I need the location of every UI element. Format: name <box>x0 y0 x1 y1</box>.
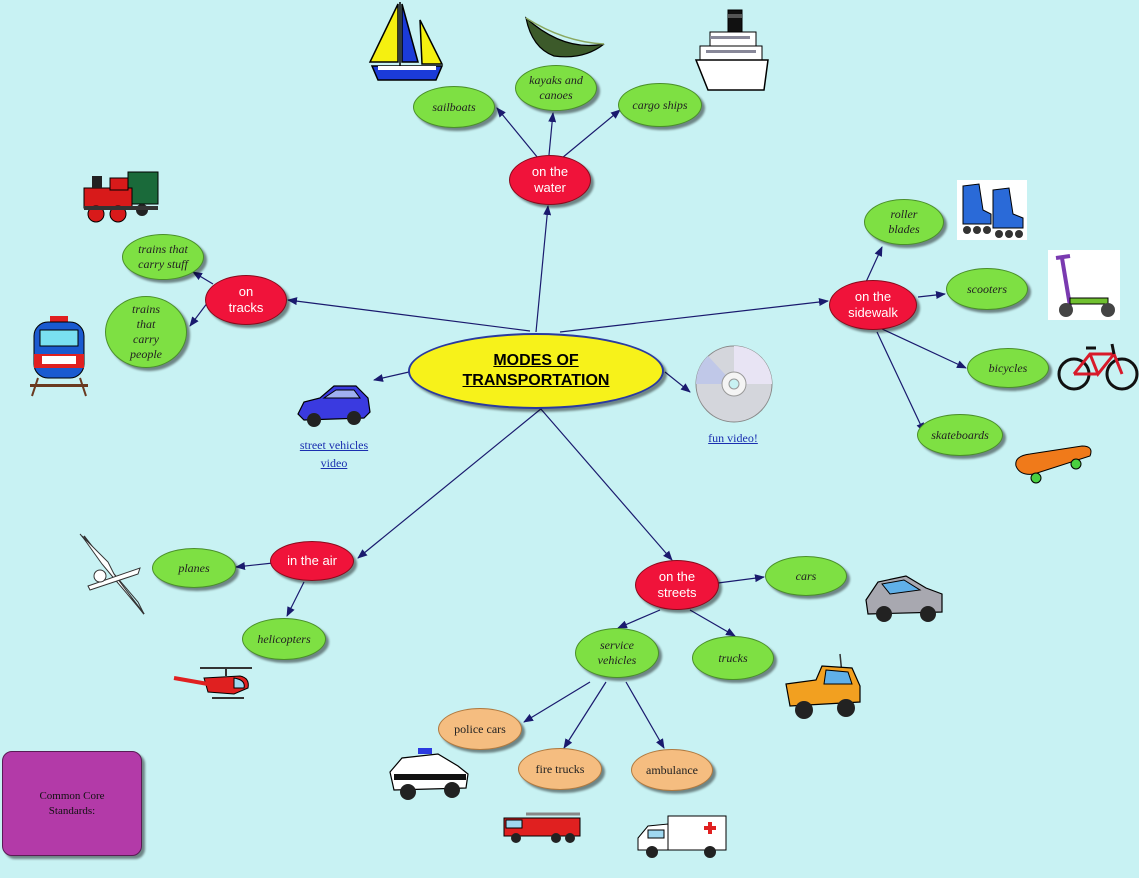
arrow-to-trains-people <box>189 301 209 327</box>
item-trains-stuff-label: trains that carry stuff <box>138 242 188 271</box>
category-water-label: on the water <box>531 163 569 195</box>
police-car-icon <box>389 748 469 800</box>
arrow-to-fun-video <box>664 371 691 393</box>
item-service-vehicles-label: service vehicles <box>597 638 637 667</box>
arrow-to-tracks <box>287 297 531 332</box>
fun-video-link[interactable]: fun video! <box>708 431 758 445</box>
skateboard-icon <box>1015 445 1092 484</box>
airplane-icon <box>79 533 145 615</box>
item-sailboats[interactable]: sailboats <box>413 86 495 128</box>
item-police-cars-label: police cars <box>454 721 506 736</box>
fire-truck-icon <box>503 812 581 843</box>
arrow-to-skateboards <box>876 331 925 433</box>
arrow-to-streets <box>539 407 673 561</box>
item-roller-blades-label: roller blades <box>888 207 920 236</box>
item-kayaks-canoes-label: kayaks and canoes <box>529 73 583 102</box>
category-sidewalk[interactable]: on the sidewalk <box>829 280 917 330</box>
item-cargo-ships[interactable]: cargo ships <box>618 83 702 127</box>
arrow-to-rollerblades <box>865 246 883 283</box>
item-scooters-label: scooters <box>967 281 1007 296</box>
cargo-ship-icon <box>694 9 769 91</box>
cd-disc-icon <box>695 345 773 423</box>
arrow-to-helicopters <box>286 581 305 617</box>
item-cars[interactable]: cars <box>765 556 847 596</box>
pickup-truck-icon <box>785 653 861 719</box>
item-trains-people-label: trains that carry people <box>130 302 162 361</box>
center-topic-label: MODES OF TRANSPORTATION <box>462 352 610 389</box>
blue-car-icon <box>297 385 371 427</box>
arrow-to-street-video <box>373 371 410 382</box>
center-topic[interactable]: MODES OF TRANSPORTATION <box>408 333 664 409</box>
item-scooters[interactable]: scooters <box>946 268 1028 310</box>
ambulance-icon <box>637 815 727 858</box>
item-service-vehicles[interactable]: service vehicles <box>575 628 659 678</box>
arrow-to-sailboats <box>496 107 539 159</box>
arrow-to-planes <box>235 562 274 571</box>
arrow-to-cars <box>717 574 765 584</box>
item-cars-label: cars <box>795 568 817 583</box>
arrow-to-sidewalk <box>559 298 829 333</box>
item-helicopters-label: helicopters <box>257 631 311 646</box>
item-trains-stuff[interactable]: trains that carry stuff <box>122 234 204 280</box>
item-helicopters[interactable]: helicopters <box>242 618 326 660</box>
bicycle-icon <box>1057 343 1139 391</box>
item-kayaks-canoes[interactable]: kayaks and canoes <box>515 65 597 111</box>
item-trucks-label: trucks <box>718 650 748 665</box>
item-sailboats-label: sailboats <box>432 99 476 114</box>
category-sidewalk-label: on the sidewalk <box>848 288 898 320</box>
item-trucks[interactable]: trucks <box>692 636 774 680</box>
arrow-to-police <box>523 681 591 723</box>
category-air-label: in the air <box>287 552 337 568</box>
category-air[interactable]: in the air <box>270 541 354 581</box>
item-trains-people[interactable]: trains that carry people <box>105 296 187 368</box>
item-fire-trucks[interactable]: fire trucks <box>518 748 602 790</box>
item-bicycles[interactable]: bicycles <box>967 348 1049 388</box>
common-core-standards-box[interactable]: Common Core Standards: <box>2 751 142 856</box>
item-fire-trucks-label: fire trucks <box>535 761 585 776</box>
street-vehicles-video-link[interactable]: street vehicles video <box>299 438 369 470</box>
category-streets[interactable]: on the streets <box>635 560 719 610</box>
arrow-to-trains-stuff <box>192 271 214 285</box>
category-streets-label: on the streets <box>657 568 697 600</box>
arrow-to-firetrucks <box>563 681 607 749</box>
scooter-icon <box>1048 250 1120 320</box>
arrow-to-bicycles <box>879 327 967 369</box>
sailboat-icon <box>368 2 444 81</box>
canoe-icon <box>525 16 605 58</box>
common-core-standards-label: Common Core Standards: <box>39 790 105 817</box>
category-tracks-label: on tracks <box>228 283 264 315</box>
arrow-to-trucks <box>689 609 736 637</box>
arrow-to-ambulance <box>625 681 665 749</box>
item-cargo-ships-label: cargo ships <box>632 97 688 112</box>
item-bicycles-label: bicycles <box>988 360 1028 375</box>
item-roller-blades[interactable]: roller blades <box>864 199 944 245</box>
category-water[interactable]: on the water <box>509 155 591 205</box>
item-skateboards-label: skateboards <box>931 427 989 442</box>
roller-blades-icon <box>957 180 1027 240</box>
arrow-to-water <box>535 205 552 333</box>
passenger-train-icon <box>30 316 88 397</box>
freight-train-icon <box>83 171 159 223</box>
silver-car-icon <box>865 575 943 622</box>
arrow-to-cargo <box>561 109 621 159</box>
helicopter-icon <box>173 667 252 699</box>
item-ambulance[interactable]: ambulance <box>631 749 713 791</box>
item-skateboards[interactable]: skateboards <box>917 414 1003 456</box>
item-ambulance-label: ambulance <box>646 762 698 777</box>
item-planes-label: planes <box>178 560 210 575</box>
item-police-cars[interactable]: police cars <box>438 708 522 750</box>
arrow-to-air <box>357 407 543 559</box>
arrow-to-scooters <box>917 291 946 299</box>
category-tracks[interactable]: on tracks <box>205 275 287 325</box>
item-planes[interactable]: planes <box>152 548 236 588</box>
arrow-to-service <box>617 609 661 629</box>
arrow-to-kayaks <box>548 112 557 156</box>
